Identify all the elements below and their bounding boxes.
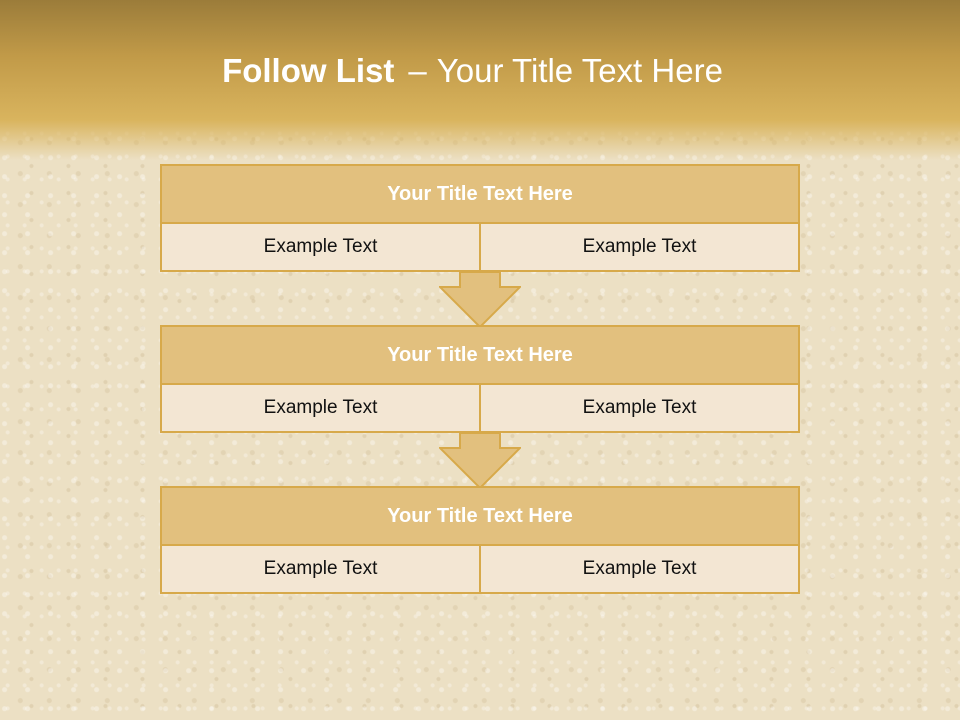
step-item-right: Example Text bbox=[479, 546, 798, 592]
step-block-2: Your Title Text Here Example Text Exampl… bbox=[160, 325, 800, 433]
down-arrow-icon bbox=[439, 271, 521, 329]
step-item-left: Example Text bbox=[162, 224, 479, 270]
page-title: Follow List–Your Title Text Here bbox=[0, 52, 945, 90]
step-item-right: Example Text bbox=[479, 224, 798, 270]
step-title: Your Title Text Here bbox=[162, 166, 798, 224]
page-title-rest: Your Title Text Here bbox=[436, 52, 723, 89]
step-item-left: Example Text bbox=[162, 546, 479, 592]
step-item-right: Example Text bbox=[479, 385, 798, 431]
page-title-bold: Follow List bbox=[222, 52, 395, 89]
step-block-3: Your Title Text Here Example Text Exampl… bbox=[160, 486, 800, 594]
step-row: Example Text Example Text bbox=[162, 224, 798, 270]
title-banner bbox=[0, 0, 960, 160]
down-arrow-icon bbox=[439, 432, 521, 490]
step-title: Your Title Text Here bbox=[162, 327, 798, 385]
step-block-1: Your Title Text Here Example Text Exampl… bbox=[160, 164, 800, 272]
step-row: Example Text Example Text bbox=[162, 546, 798, 592]
page-title-separator: – bbox=[408, 52, 427, 89]
step-title: Your Title Text Here bbox=[162, 488, 798, 546]
step-row: Example Text Example Text bbox=[162, 385, 798, 431]
step-item-left: Example Text bbox=[162, 385, 479, 431]
